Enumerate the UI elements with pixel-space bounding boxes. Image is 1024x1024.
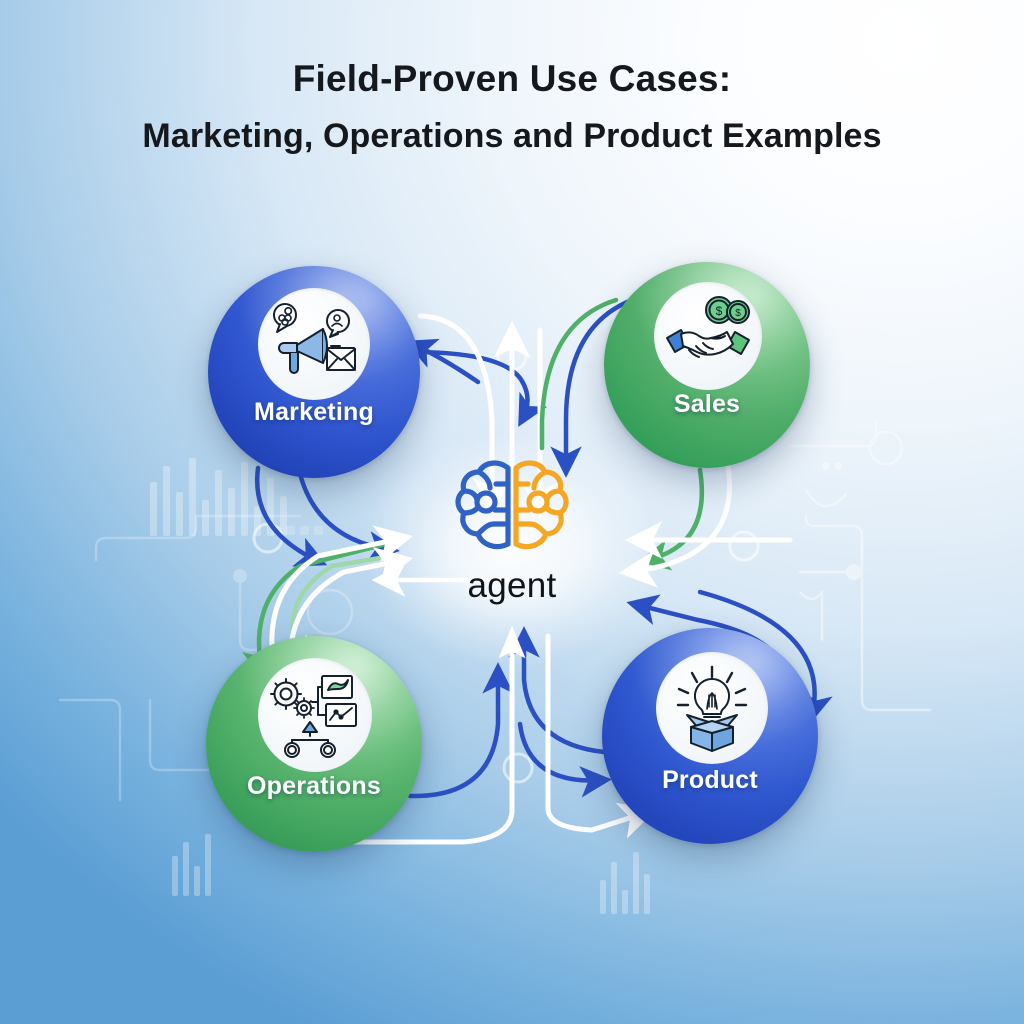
product-label: Product (662, 766, 758, 794)
node-product[interactable]: Product (602, 628, 818, 844)
dot-row (272, 526, 323, 535)
page-title: Field-Proven Use Cases: Marketing, Opera… (0, 60, 1024, 153)
bar-chart-silhouette (150, 458, 287, 536)
circuit-traces-right (788, 418, 932, 712)
handshake-icon: $ $ (666, 296, 750, 358)
svg-text:$: $ (716, 304, 723, 318)
agent-label: agent (467, 566, 557, 605)
node-operations[interactable]: Operations (206, 636, 422, 852)
operations-label: Operations (247, 772, 381, 800)
bar-chart-silhouette-bottom-center (600, 852, 650, 914)
title-line-1: Field-Proven Use Cases: (292, 58, 732, 99)
svg-text:$: $ (735, 308, 741, 319)
arrow-agent-to-marketing-upper (404, 338, 481, 385)
marketing-icon-circle (258, 288, 370, 400)
title-line-2: Marketing, Operations and Product Exampl… (142, 117, 882, 155)
arrow-sales-to-agent-white (618, 463, 732, 588)
megaphone-icon (273, 303, 356, 374)
arrow-sales-to-agent-green (638, 467, 705, 571)
sales-label: Sales (673, 390, 741, 418)
arrow-marketing-to-agent-lower2 (254, 465, 328, 567)
product-icon-circle (656, 652, 768, 764)
bar-chart-silhouette-bottom (172, 834, 211, 896)
arrow-marketing-to-agent-lower (297, 471, 400, 563)
arrow-operations-to-agent-blue (407, 662, 514, 799)
arrow-agent-to-product-blue (517, 721, 612, 798)
gears-workflow-icon (270, 675, 357, 758)
marketing-label: Marketing (254, 398, 374, 426)
node-marketing[interactable]: Marketing (208, 266, 420, 478)
sales-icon-circle: $ $ (654, 282, 762, 390)
brain-icon (455, 460, 569, 550)
arrow-product-to-agent-blue (508, 626, 607, 755)
lightbulb-box-icon (676, 665, 748, 752)
arrow-marketing-to-agent-upper (409, 349, 548, 427)
node-sales[interactable]: $ $ Sales (604, 262, 810, 468)
agent-node[interactable]: agent (400, 452, 624, 632)
operations-icon-circle (258, 658, 372, 772)
